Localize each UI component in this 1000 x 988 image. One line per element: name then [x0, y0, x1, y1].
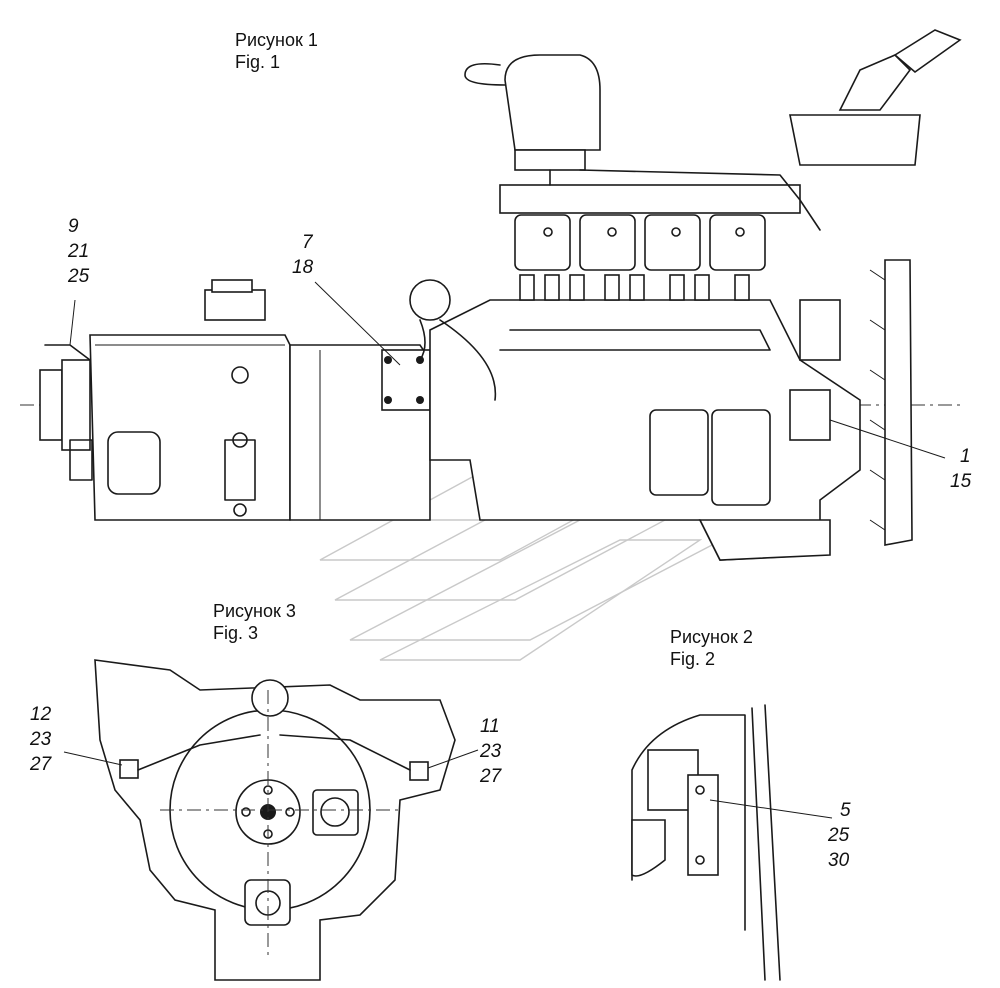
mount-11	[409, 761, 429, 781]
callout-5-25-30: 5 25 30	[828, 798, 851, 873]
fig2-outline	[631, 714, 746, 931]
callout-number: 5	[840, 800, 851, 821]
pump-unit	[799, 299, 841, 361]
callout-number: 1	[960, 446, 971, 467]
callout-number: 25	[828, 825, 850, 846]
figure-2-title-en: Fig. 2	[670, 649, 716, 669]
figure-2-drawing	[631, 704, 833, 981]
callout-number: 27	[480, 766, 502, 787]
callout-number: 15	[950, 471, 972, 492]
leader-12	[63, 751, 123, 766]
figure-1-title: Рисунок 1 Fig. 1	[235, 29, 318, 73]
callout-number: 25	[68, 266, 90, 287]
leader-9	[69, 299, 76, 346]
turbo-outlet	[409, 279, 451, 321]
callout-number: 23	[480, 741, 502, 762]
figure-3-title-ru: Рисунок 3	[213, 601, 296, 621]
oil-filter-1	[649, 409, 709, 496]
figure-1-title-en: Fig. 1	[235, 52, 281, 72]
shift-lever-boot	[838, 54, 912, 111]
callout-1-15: 1 15	[950, 444, 971, 494]
callout-number: 21	[68, 241, 90, 262]
injectors-row	[519, 274, 750, 301]
leader-5	[709, 799, 833, 819]
leader-11	[427, 749, 479, 769]
figure-3-title: Рисунок 3 Fig. 3	[213, 600, 296, 644]
gearbox-housing	[89, 334, 291, 521]
gearbox-rear-cover	[69, 439, 93, 481]
callout-12-23-27: 12 23 27	[30, 702, 51, 777]
flange-hub	[61, 359, 91, 451]
callout-9-21-25: 9 21 25	[68, 214, 89, 289]
figure-2-title-ru: Рисунок 2	[670, 627, 753, 647]
oil-pan	[698, 519, 831, 561]
callout-11-23-27: 11 23 27	[480, 714, 501, 789]
shift-lever	[893, 29, 962, 74]
fan-shroud	[884, 259, 913, 546]
callout-number: 27	[30, 754, 52, 775]
callout-7-18: 7 18	[292, 230, 313, 280]
shift-lever-boot-base	[789, 114, 921, 166]
shift-housing	[204, 289, 266, 321]
expansion-tank	[504, 54, 601, 151]
output-flange	[39, 369, 63, 441]
gearbox-inspection-cover	[107, 431, 161, 495]
callout-number: 12	[30, 704, 52, 725]
leader-7	[314, 281, 401, 366]
callout-number: 18	[292, 257, 314, 278]
bracket-9	[44, 344, 91, 361]
oil-filter-2	[711, 409, 771, 506]
figure-3-drawing	[63, 659, 479, 981]
intake-manifold	[499, 184, 801, 214]
callout-number: 23	[30, 729, 52, 750]
figure-1-title-ru: Рисунок 1	[235, 30, 318, 50]
front-bracket-1	[789, 389, 831, 441]
callout-number: 30	[828, 850, 850, 871]
callout-number: 7	[302, 232, 313, 253]
cylinder-heads	[514, 214, 766, 271]
mount-12	[119, 759, 139, 779]
callout-number: 11	[480, 716, 500, 737]
callout-number: 9	[68, 216, 79, 237]
leader-1	[829, 419, 946, 459]
figure-3-title-en: Fig. 3	[213, 623, 259, 643]
figure-2-title: Рисунок 2 Fig. 2	[670, 626, 753, 670]
fig2-bracket-5	[687, 774, 719, 876]
side-flange	[312, 789, 359, 836]
figure-1-drawing	[20, 29, 962, 561]
